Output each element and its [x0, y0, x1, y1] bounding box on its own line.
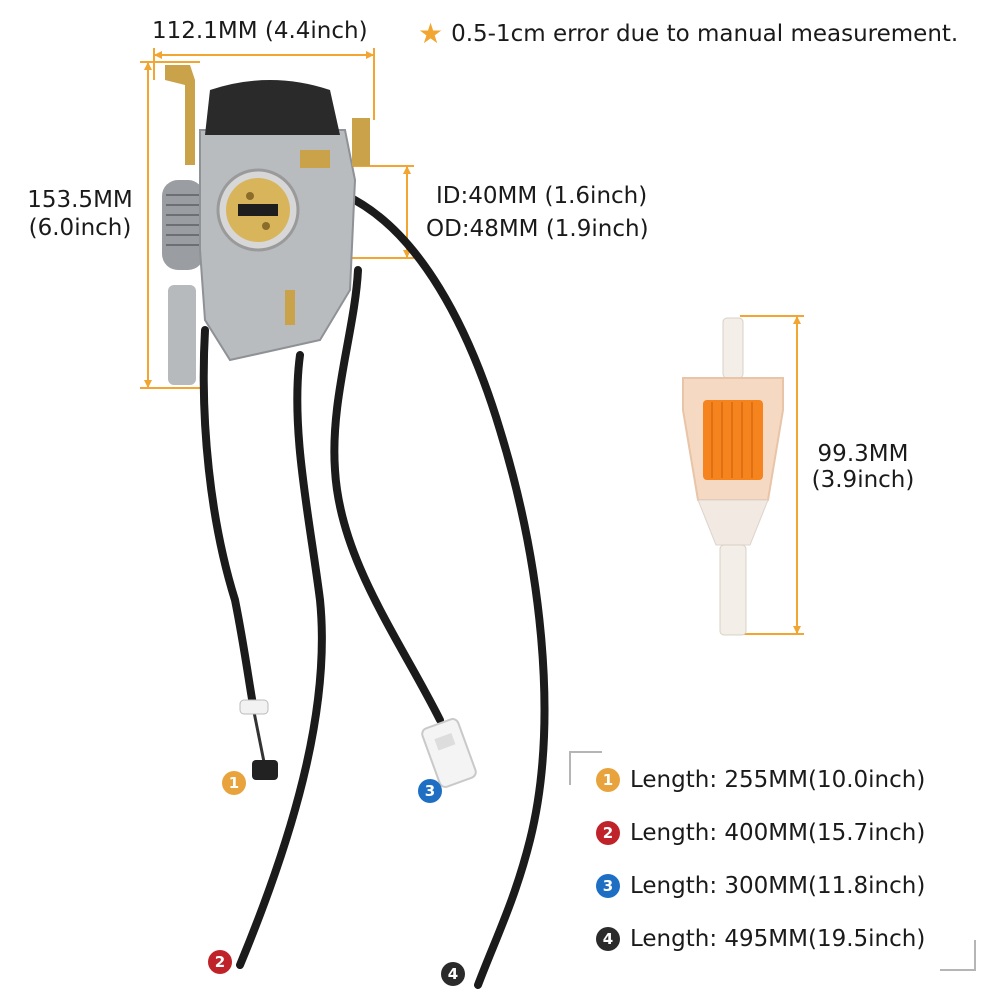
corner-marks: [569, 751, 976, 971]
height-mm-label: 153.5MM: [27, 187, 133, 213]
carburetor: [162, 65, 370, 385]
hose-2: [236, 351, 326, 969]
legend-label-3: Length: 300MM(11.8inch): [630, 873, 926, 899]
legend-badge-2: 2: [596, 821, 620, 845]
height-in-label: (6.0inch): [28, 215, 132, 241]
legend-item-hose-3: 3 Length: 300MM(11.8inch): [596, 873, 925, 899]
fuel-filter: [682, 317, 784, 636]
legend-label-2: Length: 400MM(15.7inch): [630, 820, 926, 846]
hose-1: [199, 326, 258, 714]
hose-4: [341, 191, 549, 989]
star-icon: ★: [418, 17, 444, 50]
legend-item-hose-2: 2 Length: 400MM(15.7inch): [596, 820, 925, 846]
filter-length-in-label: (3.9inch): [811, 467, 915, 493]
hose-1-badge: 1: [222, 771, 246, 795]
legend-item-hose-1: 1 Length: 255MM(10.0inch): [596, 767, 925, 793]
dimension-lines: [140, 48, 804, 635]
hose-3: [330, 266, 444, 724]
hose-1-fitting: [239, 699, 278, 780]
filter-length-mm-label: 99.3MM: [817, 441, 909, 467]
width-label: 112.1MM (4.4inch): [152, 18, 368, 44]
measurement-note: ★ 0.5-1cm error due to manual measuremen…: [418, 20, 958, 48]
legend-label-4: Length: 495MM(19.5inch): [630, 926, 926, 952]
hoses: [199, 191, 549, 989]
dimension-arrows: [144, 51, 801, 634]
hose-3-badge: 3: [418, 779, 442, 803]
hose-4-badge: 4: [441, 962, 465, 986]
legend-badge-4: 4: [596, 927, 620, 951]
inner-diameter-label: ID:40MM (1.6inch): [436, 183, 648, 209]
outer-diameter-label: OD:48MM (1.9inch): [426, 216, 649, 242]
hose-2-badge: 2: [208, 950, 232, 974]
legend-badge-1: 1: [596, 768, 620, 792]
hose-3-connector: [421, 718, 477, 788]
legend-badge-3: 3: [596, 874, 620, 898]
legend-item-hose-4: 4 Length: 495MM(19.5inch): [596, 926, 925, 952]
legend-label-1: Length: 255MM(10.0inch): [630, 767, 926, 793]
measurement-note-text: 0.5-1cm error due to manual measurement.: [451, 21, 959, 47]
